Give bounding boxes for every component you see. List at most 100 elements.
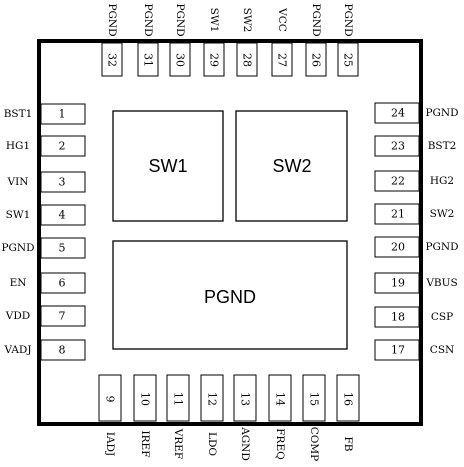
pin-30: 30 PGND (169, 3, 191, 77)
pin-23: 23 BST2 (374, 135, 457, 157)
pin-22-name: HG2 (430, 175, 454, 187)
pin-27-name: VCC (276, 7, 288, 32)
pin-5-name: PGND (1, 242, 34, 254)
pin-8: 8 VADJ (3, 339, 86, 361)
pin-27: 27 VCC (271, 7, 293, 77)
pin-24: 24 PGND (374, 102, 459, 124)
pin-5-number: 5 (59, 242, 66, 255)
pin-3: 3 VIN (7, 171, 86, 193)
pin-14-name: FREQ (274, 428, 286, 460)
pin-31: 31 PGND (137, 3, 159, 77)
pin-1-name: BST1 (4, 108, 33, 120)
pin-2: 2 HG1 (6, 135, 86, 157)
pin-28-number: 28 (241, 53, 254, 67)
exposed-pad-pgnd: PGND (112, 240, 348, 350)
pin-5: 5 PGND (1, 237, 86, 259)
pin-11-name: VREF (172, 428, 184, 459)
pin-21-number: 21 (391, 208, 405, 221)
pin-3-name: VIN (7, 176, 29, 188)
pin-16-number: 16 (342, 392, 355, 406)
pin-6-number: 6 (59, 277, 66, 290)
pin-24-name: PGND (425, 107, 458, 119)
pin-4-number: 4 (59, 209, 66, 222)
pin-26-number: 26 (310, 53, 323, 67)
pin-28-name: SW2 (241, 8, 253, 33)
pin-30-name: PGND (174, 3, 186, 36)
pin-19-number: 19 (391, 277, 405, 290)
pin-7-number: 7 (59, 310, 66, 323)
exposed-pad-sw2-label: SW2 (272, 156, 311, 176)
pin-24-number: 24 (391, 107, 405, 120)
pin-8-name: VADJ (3, 344, 31, 356)
pin-20-number: 20 (391, 241, 405, 254)
pin-18-name: CSP (431, 311, 453, 323)
bottom-pin-row: 9IADJ10IREF11VREF12LDO13AGND14FREQ15COMP… (98, 374, 360, 461)
pin-20-name: PGND (425, 241, 458, 253)
pin-16-name: FB (342, 436, 354, 451)
pin-14-number: 14 (274, 392, 287, 406)
pin-22-number: 22 (391, 175, 405, 188)
package-body (37, 39, 423, 426)
pin-15-name: COMP (308, 427, 320, 461)
pin-2-number: 2 (59, 140, 66, 153)
pin-22: 22 HG2 (374, 170, 454, 192)
pin-18-number: 18 (391, 311, 405, 324)
top-pin-row: 32PGND31PGND30PGND29SW128SW227VCC26PGND2… (101, 3, 359, 77)
pin-18: 18 CSP (374, 306, 453, 328)
pin-27-number: 27 (276, 53, 289, 67)
pin-32: 32 PGND (101, 3, 123, 77)
pin-21-name: SW2 (430, 208, 455, 220)
pin-4: 4 SW1 (6, 204, 86, 226)
pin-9-name: IADJ (104, 432, 116, 456)
pin-13-name: AGND (239, 426, 251, 461)
pin-10-name: IREF (139, 430, 151, 457)
pin-4-name: SW1 (6, 209, 31, 221)
pin-23-name: BST2 (428, 140, 457, 152)
pin-32-number: 32 (106, 53, 119, 67)
pin-31-name: PGND (142, 3, 154, 36)
pin-6-name: EN (10, 277, 27, 289)
pin-23-number: 23 (391, 140, 405, 153)
pin-30-number: 30 (174, 53, 187, 67)
pin-11-number: 11 (172, 392, 185, 406)
pin-13-number: 13 (239, 392, 252, 406)
exposed-pad-sw1-label: SW1 (148, 156, 187, 176)
pin-25-number: 25 (342, 53, 355, 67)
pin-31-number: 31 (142, 53, 155, 67)
pin-3-number: 3 (59, 176, 66, 189)
pin-20: 20 PGND (374, 236, 459, 258)
pin-12-name: LDO (206, 432, 218, 456)
pin-1: 1 BST1 (4, 103, 86, 125)
pin-29: 29 SW1 (203, 8, 225, 77)
exposed-pad-pgnd-label: PGND (204, 287, 256, 307)
pin-28: 28 SW2 (236, 8, 258, 77)
pin-6: 6 EN (10, 272, 86, 294)
pin-32-name: PGND (106, 3, 118, 36)
pin-21: 21 SW2 (374, 203, 455, 225)
pin-1-number: 1 (59, 108, 66, 121)
pin-29-number: 29 (208, 53, 221, 67)
pin-19-name: VBUS (425, 277, 457, 289)
pin-9-number: 9 (104, 396, 117, 403)
pin-17-number: 17 (391, 344, 405, 357)
pin-12-number: 12 (206, 392, 219, 406)
pin-25-name: PGND (342, 3, 354, 36)
pin-2-name: HG1 (6, 140, 30, 152)
pin-26: 26 PGND (305, 3, 327, 77)
pin-26-name: PGND (310, 3, 322, 36)
pin-15-number: 15 (308, 392, 321, 406)
pin-8-number: 8 (59, 344, 66, 357)
pin-25: 25 PGND (337, 3, 359, 77)
pin-29-name: SW1 (208, 8, 220, 33)
pin-19: 19 VBUS (374, 272, 458, 294)
